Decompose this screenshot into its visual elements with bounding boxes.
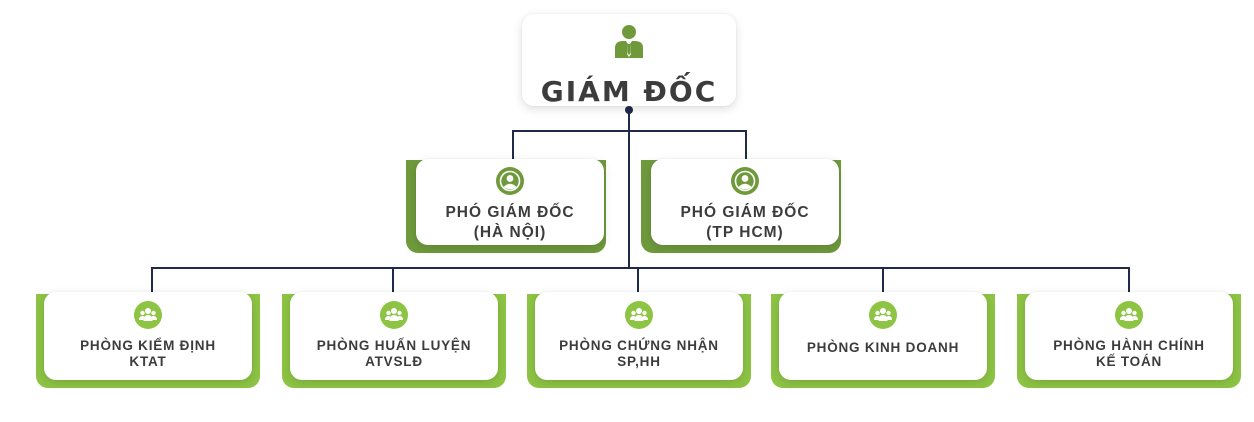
- deputy-connector: [512, 130, 747, 160]
- department-label: PHÒNG HÀNH CHÍNH KẾ TOÁN: [1025, 338, 1233, 370]
- department-label: PHÒNG HUẤN LUYỆN ATVSLĐ: [290, 338, 498, 370]
- team-icon: [869, 301, 897, 329]
- deputy-label: PHÓ GIÁM ĐỐC (TP HCM): [651, 203, 839, 243]
- department-box-sphh: PHÒNG CHỨNG NHẬN SP,HH: [535, 292, 743, 380]
- department-name: PHÒNG HUẤN LUYỆN: [316, 338, 472, 353]
- department-label: PHÒNG CHỨNG NHẬN SP,HH: [535, 338, 743, 370]
- team-icon: [625, 301, 653, 329]
- director-title: GIÁM ĐỐC: [540, 75, 718, 108]
- deputy-location: (HÀ NỘI): [473, 224, 547, 241]
- department-subname: KẾ TOÁN: [1095, 354, 1163, 369]
- department-subname: ATVSLĐ: [365, 354, 423, 369]
- department-name: PHÒNG CHỨNG NHẬN: [559, 338, 719, 353]
- team-icon: [134, 301, 162, 329]
- deputy-label: PHÓ GIÁM ĐỐC (HÀ NỘI): [416, 203, 604, 243]
- department-subname: KTAT: [129, 354, 167, 369]
- department-connector: [151, 267, 1130, 292]
- department-box-admin: PHÒNG HÀNH CHÍNH KẾ TOÁN: [1025, 292, 1233, 380]
- department-name: PHÒNG HÀNH CHÍNH: [1053, 338, 1205, 353]
- director-box: GIÁM ĐỐC: [522, 14, 736, 106]
- deputy-box-hanoi: PHÓ GIÁM ĐỐC (HÀ NỘI): [416, 159, 604, 245]
- department-box-ktat: PHÒNG KIỂM ĐỊNH KTAT: [44, 292, 252, 380]
- department-subname: SP,HH: [617, 354, 661, 369]
- deputy-title: PHÓ GIÁM ĐỐC: [445, 204, 575, 221]
- user-icon: [731, 167, 759, 195]
- deputy-location: (TP HCM): [706, 224, 784, 241]
- connector-node: [625, 106, 633, 114]
- user-icon: [496, 167, 524, 195]
- department-name: PHÒNG KINH DOANH: [806, 340, 960, 355]
- department-box-atvsld: PHÒNG HUẤN LUYỆN ATVSLĐ: [290, 292, 498, 380]
- team-icon: [1115, 301, 1143, 329]
- manager-icon: [615, 25, 643, 58]
- team-icon: [380, 301, 408, 329]
- department-box-sales: PHÒNG KINH DOANH: [779, 292, 987, 380]
- department-label: PHÒNG KIỂM ĐỊNH KTAT: [44, 338, 252, 370]
- department-name: PHÒNG KIỂM ĐỊNH: [80, 338, 216, 353]
- department-label: PHÒNG KINH DOANH: [779, 340, 987, 356]
- deputy-title: PHÓ GIÁM ĐỐC: [680, 204, 810, 221]
- deputy-box-hcm: PHÓ GIÁM ĐỐC (TP HCM): [651, 159, 839, 245]
